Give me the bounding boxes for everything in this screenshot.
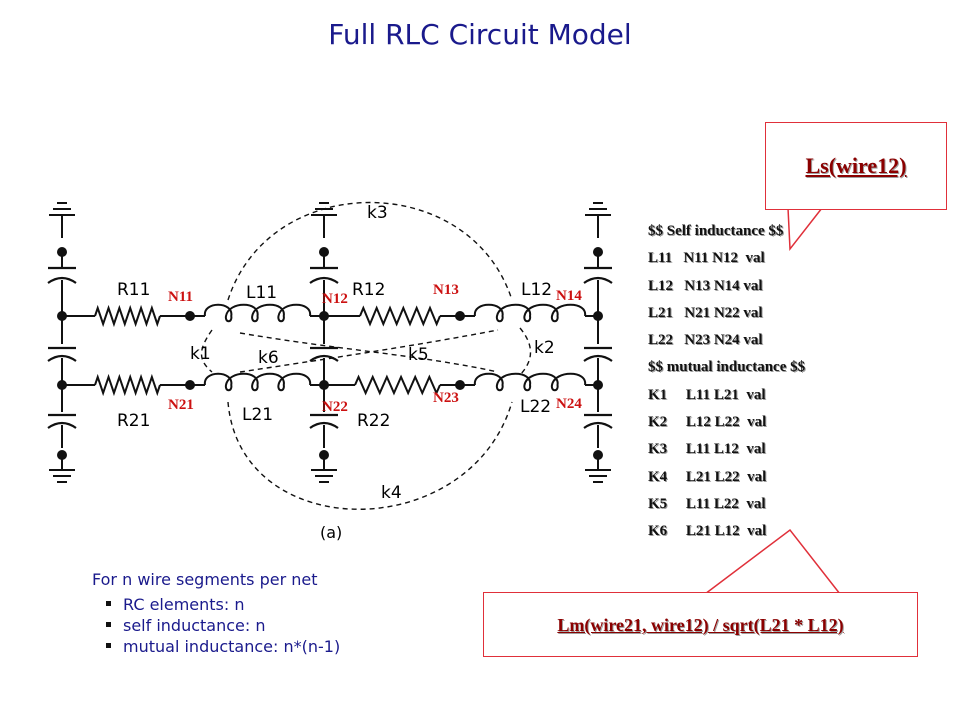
coupling-k2 [519, 327, 532, 376]
node-dot [57, 450, 67, 460]
resistor [359, 305, 441, 327]
label-a: (a) [320, 523, 342, 542]
node-dot [593, 450, 603, 460]
node-dot [185, 311, 195, 321]
resistor [354, 374, 441, 396]
netlist-line: L21 N21 N22 val [648, 304, 763, 321]
capacitor [47, 354, 77, 362]
label-k4: k4 [381, 483, 402, 503]
label-k6: k6 [258, 348, 279, 368]
spice-netlist: $$ Self inductance $$ L11 N11 N12 val L1… [648, 218, 805, 546]
netlist-line: L22 N23 N24 val [648, 332, 763, 349]
netlist-line: K6 L21 L12 val [648, 523, 767, 540]
label-l22: L22 [520, 397, 551, 417]
label-l11: L11 [246, 283, 277, 303]
callout-self-inductance: Ls(wire12) [765, 122, 947, 210]
label-r22: R22 [357, 411, 390, 431]
node-dot [455, 380, 465, 390]
capacitor [309, 421, 339, 429]
capacitor [583, 354, 613, 362]
node-label-n13: N13 [433, 282, 459, 298]
netlist-line: L12 N13 N14 val [648, 277, 763, 294]
netlist-line: K1 L11 L21 val [648, 386, 766, 403]
resistor [94, 373, 161, 397]
node-dot [593, 247, 603, 257]
node-label-n12: N12 [322, 291, 348, 307]
netlist-line: K2 L12 L22 val [648, 414, 767, 431]
coupling-k3 [227, 201, 513, 301]
node-label-n24: N24 [556, 396, 582, 412]
resistor [94, 304, 161, 328]
coupling-k5 [239, 332, 499, 373]
capacitor [309, 354, 339, 362]
node-dot [57, 380, 67, 390]
summary-heading: For n wire segments per net [92, 570, 318, 589]
capacitor [583, 421, 613, 429]
node-dot [319, 450, 329, 460]
netlist-line: $$ mutual inductance $$ [648, 359, 806, 376]
label-k2: k2 [534, 338, 555, 358]
node-dot [185, 380, 195, 390]
node-dot [57, 247, 67, 257]
label-k3: k3 [367, 203, 388, 223]
capacitor [583, 276, 613, 284]
capacitor [47, 276, 77, 284]
callout-mutual-text: Lm(wire21, wire12) / sqrt(L21 * L12) [557, 615, 844, 635]
capacitor [47, 421, 77, 429]
node-label-n22: N22 [322, 399, 348, 415]
node-dot [593, 380, 603, 390]
capacitor [309, 276, 339, 284]
inductor [203, 303, 312, 323]
netlist-line: $$ Self inductance $$ [648, 223, 784, 239]
summary-list: RC elements: n self inductance: n mutual… [92, 594, 340, 657]
callout-lm-pointer [704, 528, 841, 595]
node-dot [319, 311, 329, 321]
node-label-n23: N23 [433, 390, 459, 406]
slide-title: Full RLC Circuit Model [328, 18, 632, 51]
netlist-line: K4 L21 L22 val [648, 468, 767, 485]
label-l12: L12 [521, 280, 552, 300]
callout-mutual-inductance: Lm(wire21, wire12) / sqrt(L21 * L12) [483, 592, 918, 657]
label-k5: k5 [408, 345, 429, 365]
coupling-k6 [239, 329, 499, 373]
summary-item: RC elements: n [106, 594, 340, 615]
summary-block: For n wire segments per net RC elements:… [92, 570, 340, 657]
label-k1: k1 [190, 344, 211, 364]
inductor [203, 372, 312, 392]
node-dot [455, 311, 465, 321]
summary-item: self inductance: n [106, 615, 340, 636]
inductor [473, 372, 587, 392]
node-label-n14: N14 [556, 288, 582, 304]
node-dot [593, 311, 603, 321]
summary-item: mutual inductance: n*(n-1) [106, 636, 340, 657]
node-dot [319, 247, 329, 257]
netlist-line: L11 N11 N12 val [648, 250, 765, 267]
label-r11: R11 [117, 280, 150, 300]
callout-self-text: Ls(wire12) [805, 153, 907, 178]
label-r21: R21 [117, 411, 150, 431]
node-dot [319, 380, 329, 390]
node-label-n21: N21 [168, 397, 194, 413]
label-r12: R12 [352, 280, 385, 300]
netlist-line: K3 L11 L12 val [648, 441, 766, 458]
label-l21: L21 [242, 405, 273, 425]
inductor [473, 303, 587, 323]
node-dot [57, 311, 67, 321]
node-label-n11: N11 [168, 289, 193, 305]
callout-ls-pointer [787, 207, 823, 252]
netlist-line: K5 L11 L22 val [648, 495, 766, 512]
